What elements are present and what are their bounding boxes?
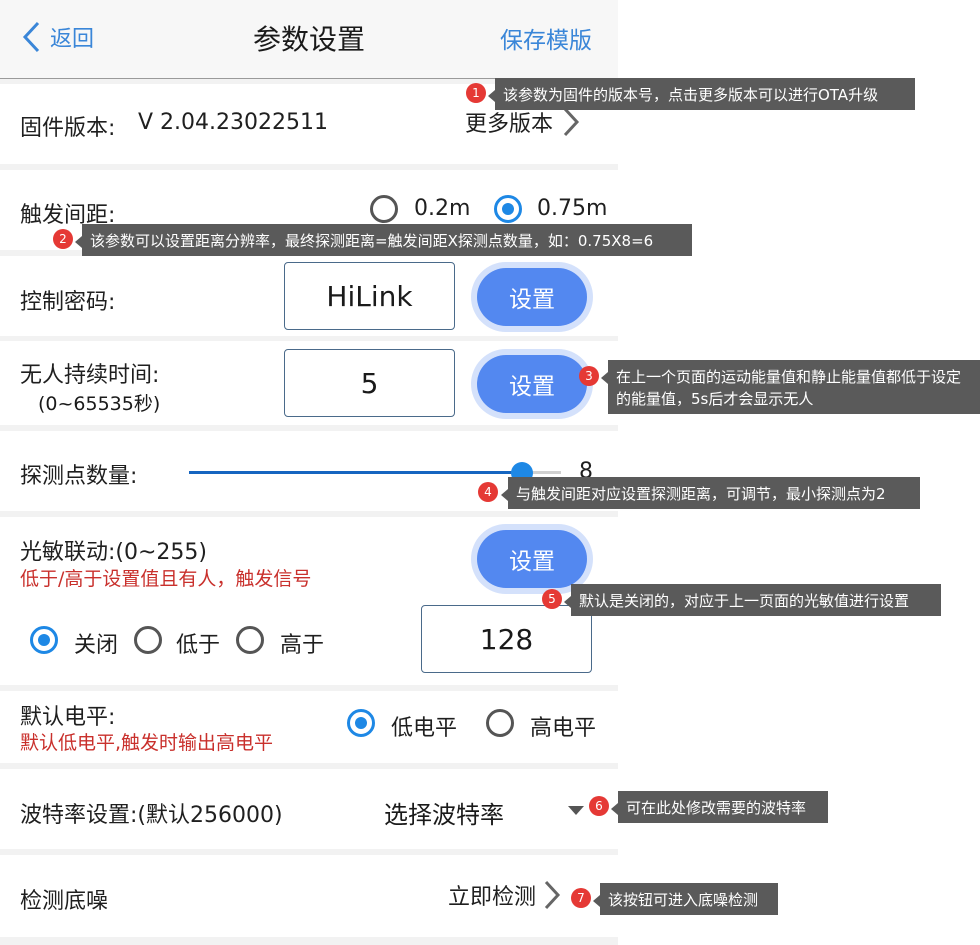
phone-screen: 返回 参数设置 保存模版 固件版本: V 2.04.23022511 更多版本 … (0, 0, 618, 945)
light-option-label: 关闭 (74, 633, 119, 658)
light-option-label: 高于 (280, 633, 325, 658)
page-title: 参数设置 (252, 23, 365, 56)
unmanned-input[interactable]: 5 (284, 349, 455, 417)
level-option-high[interactable]: 高电平 (486, 706, 606, 741)
radio-selected-icon (347, 709, 375, 737)
annotation-callout: 该按钮可进入底噪检测 (593, 883, 778, 915)
level-hint: 默认低电平,触发时输出高电平 (20, 732, 274, 754)
more-versions-label: 更多版本 (465, 112, 554, 137)
light-value-input[interactable]: 128 (421, 605, 592, 673)
baud-label: 波特率设置:(默认256000) (20, 803, 283, 828)
light-option-above[interactable]: 高于 (236, 623, 336, 658)
annotation-callout: 与触发间距对应设置探测距离，可调节，最小探测点为2 (501, 477, 920, 509)
light-option-off[interactable]: 关闭 (30, 623, 125, 658)
radio-icon (486, 709, 514, 737)
radio-icon (236, 626, 264, 654)
radio-selected-icon (494, 195, 522, 223)
unmanned-section: 无人持续时间: (0~65535秒) 5 设置 (0, 341, 618, 425)
light-section: 光敏联动:(0~255) 低于/高于设置值且有人，触发信号 设置 关闭 低于 高… (0, 517, 618, 685)
back-button[interactable]: 返回 (22, 20, 94, 54)
trigger-label: 触发间距: (20, 203, 116, 228)
annotation-badge: 2 (53, 229, 73, 249)
unmanned-set-button[interactable]: 设置 (477, 355, 587, 413)
annotation-callout: 默认是关闭的，对应于上一页面的光敏值进行设置 (564, 584, 941, 616)
detect-points-slider[interactable] (189, 462, 561, 484)
detect-points-label: 探测点数量: (20, 464, 138, 489)
level-label: 默认电平: (20, 705, 116, 730)
more-versions-button[interactable]: 更多版本 (465, 106, 581, 138)
baud-select-label: 选择波特率 (384, 801, 504, 829)
radio-selected-icon (30, 626, 58, 654)
header-bar: 返回 参数设置 保存模版 (0, 0, 618, 79)
firmware-label: 固件版本: (20, 116, 116, 141)
chevron-left-icon (22, 21, 40, 53)
trigger-option-label: 0.2m (414, 196, 471, 221)
slider-fill (189, 471, 522, 474)
caret-down-icon (568, 806, 584, 815)
annotation-badge: 6 (589, 796, 609, 816)
unmanned-label: 无人持续时间: (20, 363, 160, 388)
password-set-button[interactable]: 设置 (477, 268, 587, 326)
level-section: 默认电平: 默认低电平,触发时输出高电平 低电平 高电平 (0, 691, 618, 763)
noise-section: 检测底噪 立即检测 (0, 855, 618, 937)
annotation-badge: 1 (466, 83, 486, 103)
level-option-label: 低电平 (391, 716, 458, 741)
level-option-low[interactable]: 低电平 (347, 706, 467, 741)
light-option-below[interactable]: 低于 (134, 623, 229, 658)
light-hint: 低于/高于设置值且有人，触发信号 (20, 568, 312, 590)
chevron-right-icon (544, 880, 561, 910)
annotation-badge: 4 (478, 482, 498, 502)
password-input[interactable]: HiLink (284, 262, 455, 330)
annotation-callout: 在上一个页面的运动能量值和静止能量值都低于设定的能量值，5s后才会显示无人 (601, 360, 980, 414)
annotation-badge: 7 (571, 888, 591, 908)
light-option-label: 低于 (176, 633, 221, 658)
trigger-option-label: 0.75m (537, 196, 608, 221)
level-option-label: 高电平 (530, 716, 597, 741)
annotation-callout: 可在此处修改需要的波特率 (611, 791, 828, 823)
noise-label: 检测底噪 (20, 889, 109, 914)
trigger-option-0.75m[interactable]: 0.75m (494, 192, 608, 226)
annotation-badge: 3 (579, 366, 599, 386)
annotation-badge: 5 (542, 589, 562, 609)
annotation-callout: 该参数为固件的版本号，点击更多版本可以进行OTA升级 (488, 78, 915, 110)
detect-now-label: 立即检测 (448, 885, 537, 910)
password-label: 控制密码: (20, 290, 116, 315)
password-section: 控制密码: HiLink 设置 (0, 256, 618, 336)
annotation-callout: 该参数可以设置距离分辨率，最终探测距离=触发间距X探测点数量，如：0.75X8=… (75, 224, 692, 256)
light-set-button[interactable]: 设置 (477, 530, 587, 588)
unmanned-range: (0~65535秒) (38, 393, 161, 415)
firmware-version: V 2.04.23022511 (138, 110, 328, 135)
save-template-button[interactable]: 保存模版 (500, 28, 592, 54)
baud-select[interactable]: 选择波特率 (384, 793, 590, 829)
radio-icon (134, 626, 162, 654)
baud-section: 波特率设置:(默认256000) 选择波特率 (0, 769, 618, 849)
light-label: 光敏联动:(0~255) (20, 540, 208, 565)
detect-now-button[interactable]: 立即检测 (448, 879, 562, 911)
back-label: 返回 (50, 27, 95, 52)
chevron-right-icon (563, 107, 580, 137)
radio-icon (370, 195, 398, 223)
trigger-option-0.2m[interactable]: 0.2m (370, 192, 470, 226)
